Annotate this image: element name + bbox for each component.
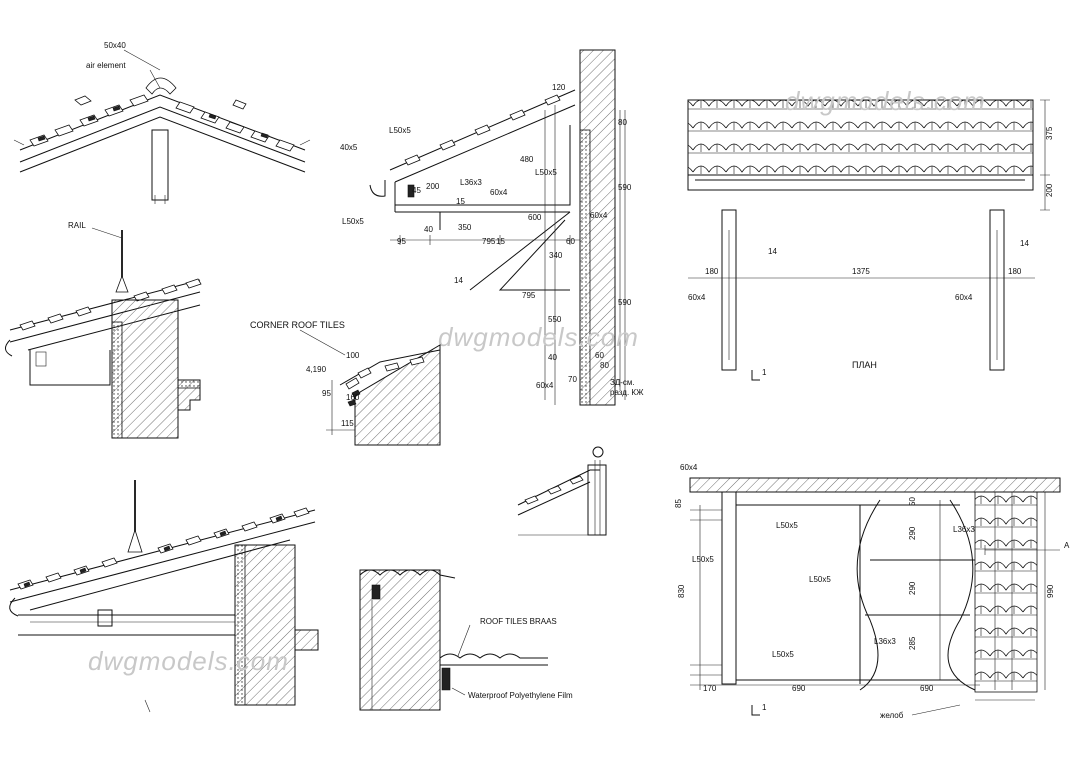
canopy-l50x5-top: L50x5 [389,126,411,135]
small-eave-detail [517,446,607,536]
corner-d95: 95 [322,389,331,398]
plan-section-mark: 1 [762,368,767,377]
frame-60x4: 60x4 [680,463,698,472]
dim-120: 120 [552,83,566,92]
gutter-label: желоб [880,711,904,720]
canopy-section: L50x5 40x5 L36x3 L50x5 L50x5 60x4 60x4 6… [340,49,644,406]
frame-l50x5-c: L50x5 [809,575,831,584]
canopy-rod-14: 14 [454,276,463,285]
dim-795: 795 [482,237,496,246]
dim-590: 590 [618,183,632,192]
frame-d830: 830 [677,584,686,598]
frame-section-mark: 1 [762,703,767,712]
dim-590b: 590 [618,298,632,307]
plan-title: ПЛАН [852,360,877,370]
note-kzh: ЗД-см. [610,378,635,387]
corner-roof-tiles-detail: CORNER ROOF TILES 4,190 100 95 160 115 [250,320,441,446]
dim-550: 550 [548,315,562,324]
canopy-plate-60x4: 60x4 [490,188,508,197]
corner-roof-tiles-label: CORNER ROOF TILES [250,320,345,330]
canopy-40x5: 40x5 [340,143,358,152]
watermark-top-right: dwgmodels.com [785,86,986,116]
dim-70: 70 [568,375,577,384]
frame-d690a: 690 [792,684,806,693]
frame-d170: 170 [703,684,717,693]
frame-d290a: 290 [908,526,917,540]
frame-d50: 50 [908,497,917,506]
dim-350: 350 [458,223,472,232]
plan-60x4r: 60x4 [955,293,973,302]
canopy-l50x5-right: L50x5 [535,168,557,177]
frame-d990: 990 [1046,584,1055,598]
plan-rod-14r: 14 [1020,239,1029,248]
waterproof-film-label: Waterproof Polyethylene Film [468,691,573,700]
plan-d1375: 1375 [852,267,870,276]
dim-80: 80 [618,118,627,127]
dim-15: 15 [456,197,465,206]
dim-200: 200 [426,182,440,191]
ridge-post [151,129,169,201]
dim-45: 45 [412,186,421,195]
watermark-center: dwgmodels.com [438,322,639,352]
ridge-size-label: 50x40 [104,41,126,50]
watermark-bottom-left: dwgmodels.com [88,646,289,676]
frame-l36x3-b: L36x3 [874,637,896,646]
dim-600: 600 [528,213,542,222]
dim-340: 340 [549,251,563,260]
roof-tiles-braas-label: ROOF TILES BRAAS [480,617,557,626]
note-razd: разд. КЖ [610,388,644,397]
frame-l50x5-a: L50x5 [776,521,798,530]
plan-d180: 180 [705,267,719,276]
plan-d375: 375 [1045,126,1054,140]
canopy-plate-60x4-right: 60x4 [590,211,608,220]
plan-rod-14: 14 [768,247,777,256]
plan-60x4: 60x4 [688,293,706,302]
dim-40: 40 [424,225,433,234]
frame-d85: 85 [674,499,683,508]
ridge-detail: 50x40 air element [13,41,311,204]
ridge-tiles [29,94,295,152]
frame-plan-view: 60x4 85 L50x5 L50x5 L50x5 L50x5 L36x3 L3… [674,463,1070,720]
dim-795v: 795 [522,291,536,300]
corner-d160: 160 [346,393,360,402]
dim-60: 60 [566,237,575,246]
dim-480: 480 [520,155,534,164]
dim-95: 95 [397,237,406,246]
dim-40b: 40 [548,353,557,362]
frame-l36x3-a: L36x3 [953,525,975,534]
corner-d115: 115 [341,419,354,428]
dim-60b: 60 [595,351,604,360]
frame-section-a: A [1064,541,1070,550]
canopy-l36x3: L36x3 [460,178,482,187]
roof-tiles-braas-detail: ROOF TILES BRAAS Waterproof Polyethylene… [359,569,573,711]
plan-d180r: 180 [1008,267,1022,276]
plan-top-view: 375 200 180 1375 180 14 14 60x4 60x4 ПЛА… [687,86,1054,381]
frame-d690b: 690 [920,684,934,693]
eave-tiles [17,507,310,590]
frame-d290b: 290 [908,581,917,595]
ridge-cap [145,77,177,95]
corner-elev: 4,190 [306,365,327,374]
dim-80b: 80 [600,361,609,370]
canopy-plate-60x4-bottom: 60x4 [536,381,554,390]
frame-d285: 285 [908,636,917,650]
frame-l50x5-d: L50x5 [772,650,794,659]
canopy-l50x5-left: L50x5 [342,217,364,226]
corner-d100: 100 [346,351,360,360]
rail-eave-detail: RAIL [5,221,202,439]
air-element-label: air element [86,61,126,70]
rail-label: RAIL [68,221,86,230]
dim-15b: 15 [496,237,505,246]
frame-l50x5-b: L50x5 [692,555,714,564]
large-eave-detail: dwgmodels.com [9,480,319,713]
plan-d200: 200 [1045,183,1054,197]
